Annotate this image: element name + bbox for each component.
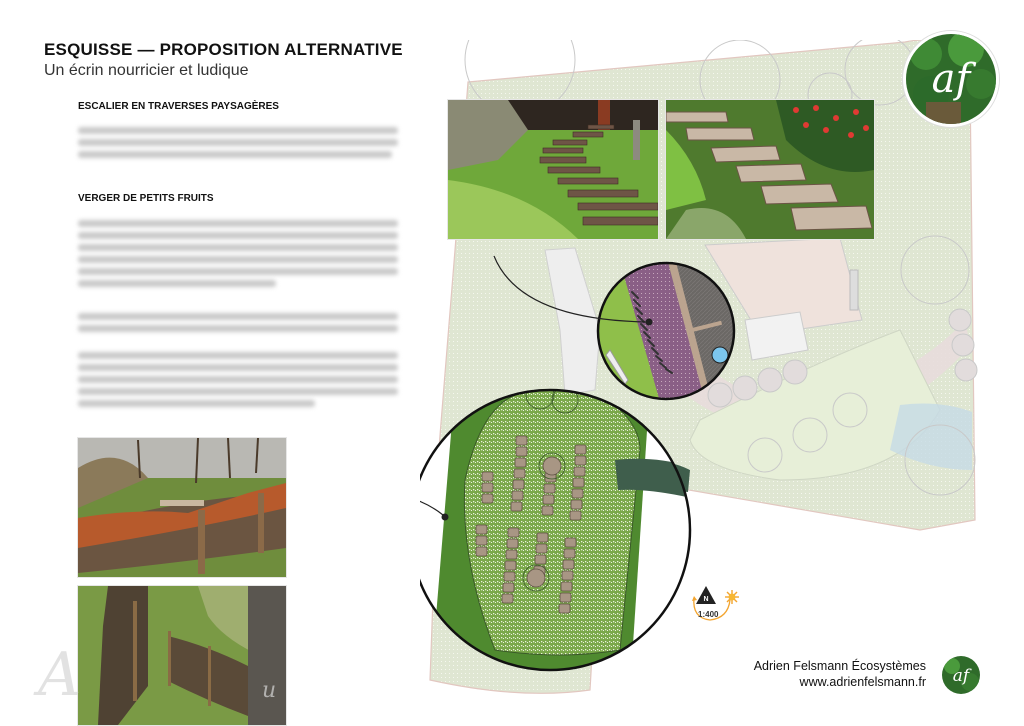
scale-label: 1:400 (698, 610, 719, 619)
photo-wattle-fence-leaves (77, 437, 287, 578)
photo-sleeper-steps-lawn (447, 99, 659, 240)
section-heading-stairs: ESCALIER EN TRAVERSES PAYSAGÈRES (78, 101, 279, 112)
svg-text:N: N (703, 596, 708, 603)
blurred-paragraph (78, 313, 398, 337)
blurred-paragraph (78, 127, 398, 163)
north-compass-icon: N (692, 586, 739, 621)
svg-text:af: af (932, 56, 977, 102)
company-url[interactable]: www.adrienfelsmann.fr (799, 675, 926, 689)
blurred-paragraph (78, 352, 398, 412)
brand-logo: af (903, 31, 999, 127)
footer-logo: af (942, 656, 980, 694)
page-title: ESQUISSE — PROPOSITION ALTERNATIVE (44, 40, 403, 59)
svg-text:af: af (953, 666, 972, 686)
signature-watermark: A (38, 640, 82, 710)
photo-wattle-fence-path (77, 585, 287, 726)
orchard-detail-circle (420, 388, 692, 672)
section-heading-orchard: VERGER DE PETITS FRUITS (78, 193, 214, 204)
signature-watermark-tail: u (262, 678, 277, 703)
stair-detail-circle (596, 261, 736, 401)
photo-sleeper-steps-garden (665, 99, 875, 240)
page-subtitle: Un écrin nourricier et ludique (44, 62, 249, 79)
blurred-paragraph (78, 220, 398, 292)
company-name: Adrien Felsmann Écosystèmes (753, 659, 926, 673)
